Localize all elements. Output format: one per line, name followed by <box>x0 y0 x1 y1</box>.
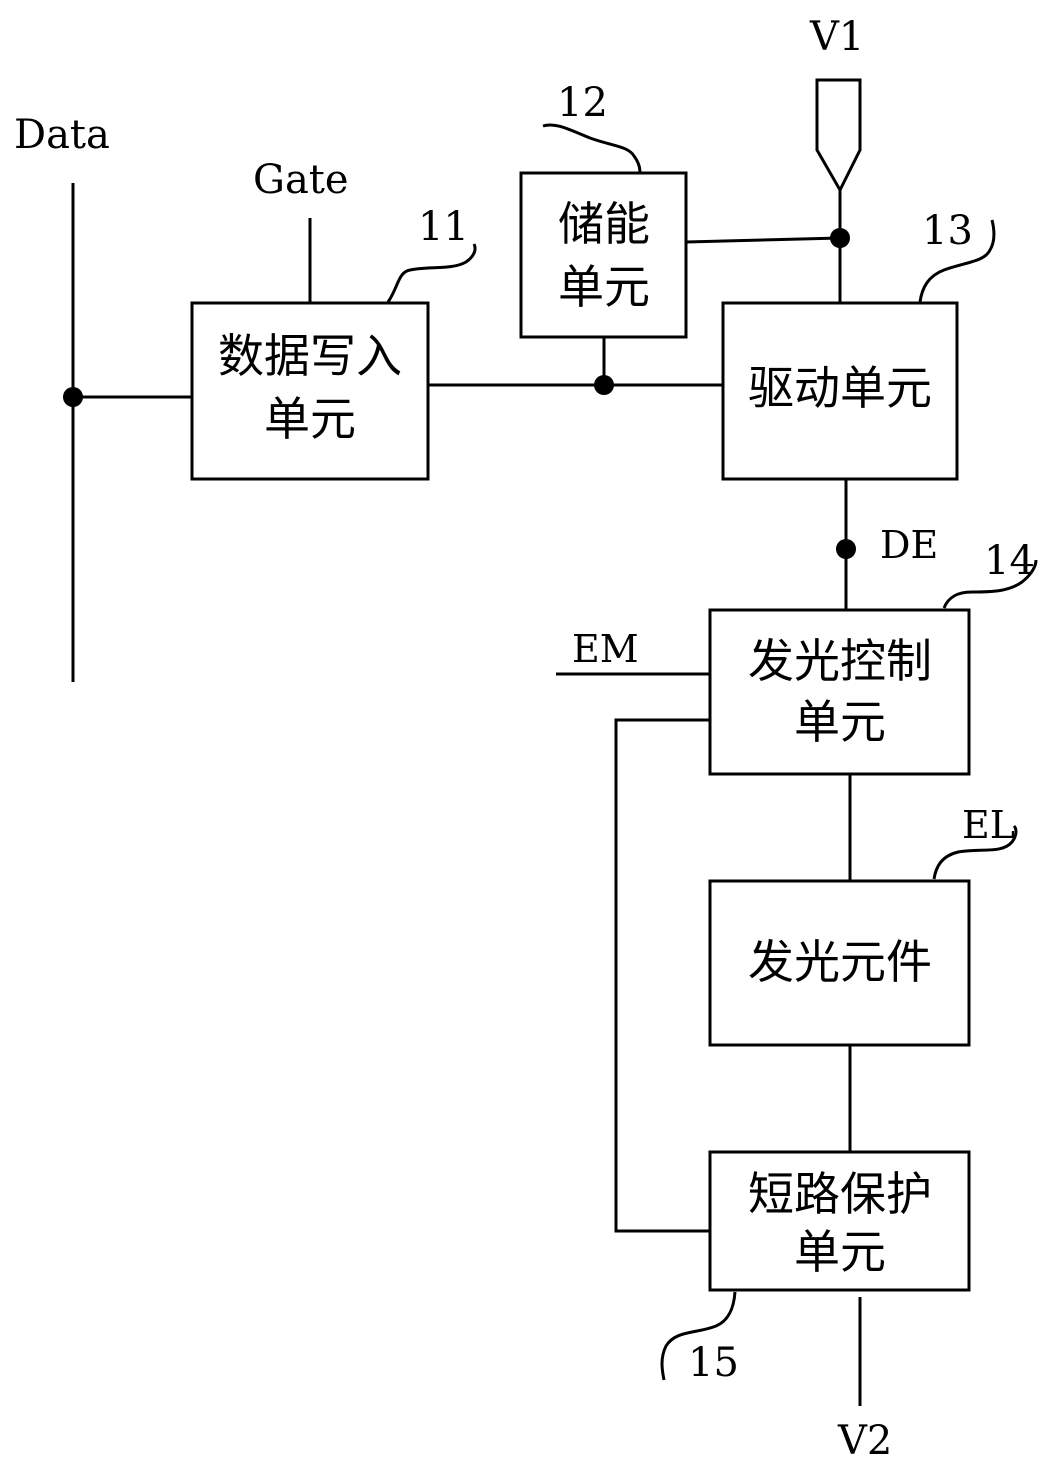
emission-control-unit-ref: 14 <box>984 538 1035 584</box>
data-write-unit-label-line2: 单元 <box>264 392 356 446</box>
short-protection-unit-label-line1: 短路保护 <box>748 1167 932 1221</box>
storage-to-v1-wire <box>686 238 840 242</box>
data-write-unit-leader <box>388 244 475 302</box>
storage-unit-label-line2: 单元 <box>558 260 650 314</box>
storage-unit-label-line1: 储能 <box>558 197 650 251</box>
data-write-unit-ref: 11 <box>418 204 469 250</box>
de-node-dot <box>836 539 856 559</box>
light-element-label: 发光元件 <box>748 935 932 989</box>
gate-label: Gate <box>253 157 349 203</box>
v2-label: V2 <box>837 1418 892 1464</box>
emission-control-unit-label-line2: 单元 <box>794 695 886 749</box>
v1-label: V1 <box>809 14 864 60</box>
el-label: EL <box>962 803 1015 847</box>
drive-unit-ref: 13 <box>922 208 973 254</box>
v1-terminal <box>817 80 860 190</box>
data-write-unit-label-line1: 数据写入 <box>218 329 402 383</box>
feedback-loop-wire <box>616 720 710 1231</box>
storage-unit-ref: 12 <box>557 80 608 126</box>
data-label: Data <box>14 112 110 158</box>
emission-control-unit-label-line1: 发光控制 <box>748 634 932 688</box>
storage-unit-leader <box>543 125 640 174</box>
de-label: DE <box>880 523 938 567</box>
drive-unit-label: 驱动单元 <box>748 361 932 415</box>
em-label: EM <box>572 627 639 671</box>
data-junction-dot <box>63 387 83 407</box>
short-protection-unit-ref: 15 <box>688 1340 739 1386</box>
short-protection-unit-label-line2: 单元 <box>794 1225 886 1279</box>
